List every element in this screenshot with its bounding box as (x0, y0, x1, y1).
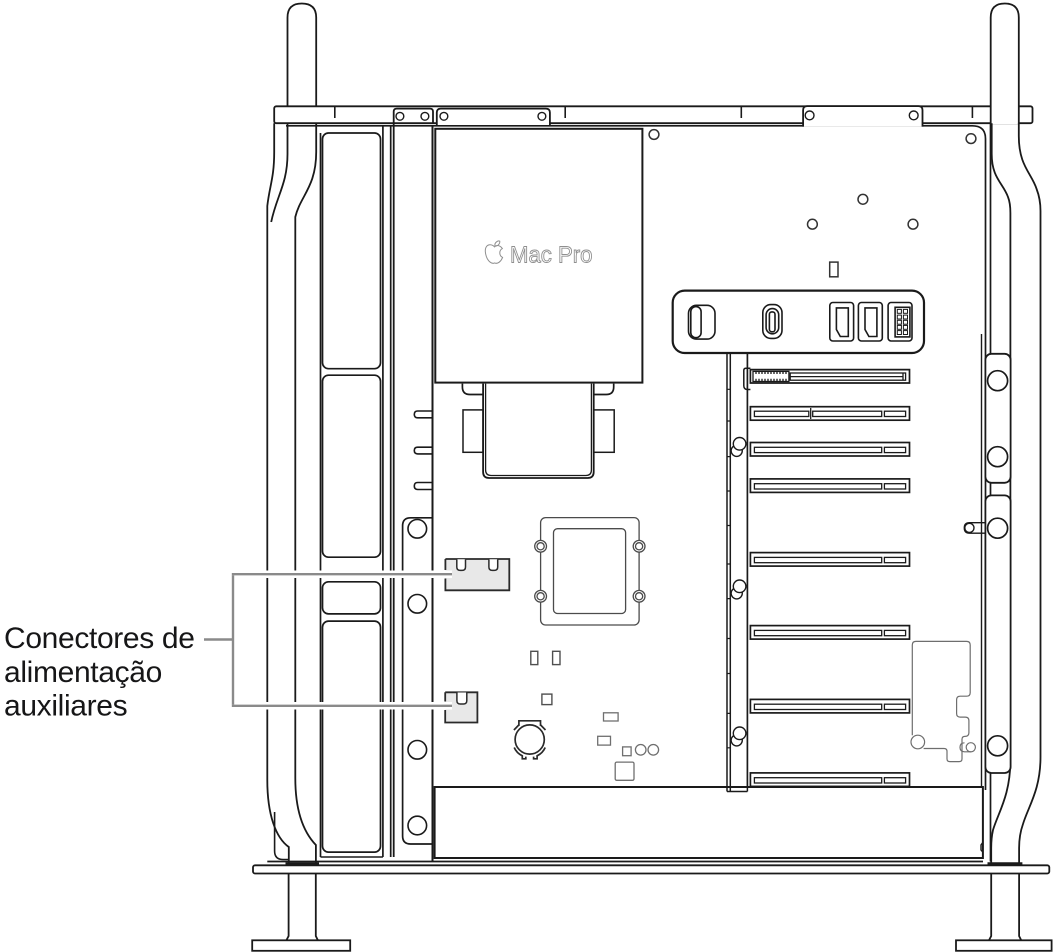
svg-text:auxiliares: auxiliares (4, 690, 127, 723)
svg-text:Mac Pro: Mac Pro (510, 242, 593, 268)
svg-text:alimentação: alimentação (4, 656, 162, 689)
svg-text:Conectores de: Conectores de (4, 622, 195, 655)
